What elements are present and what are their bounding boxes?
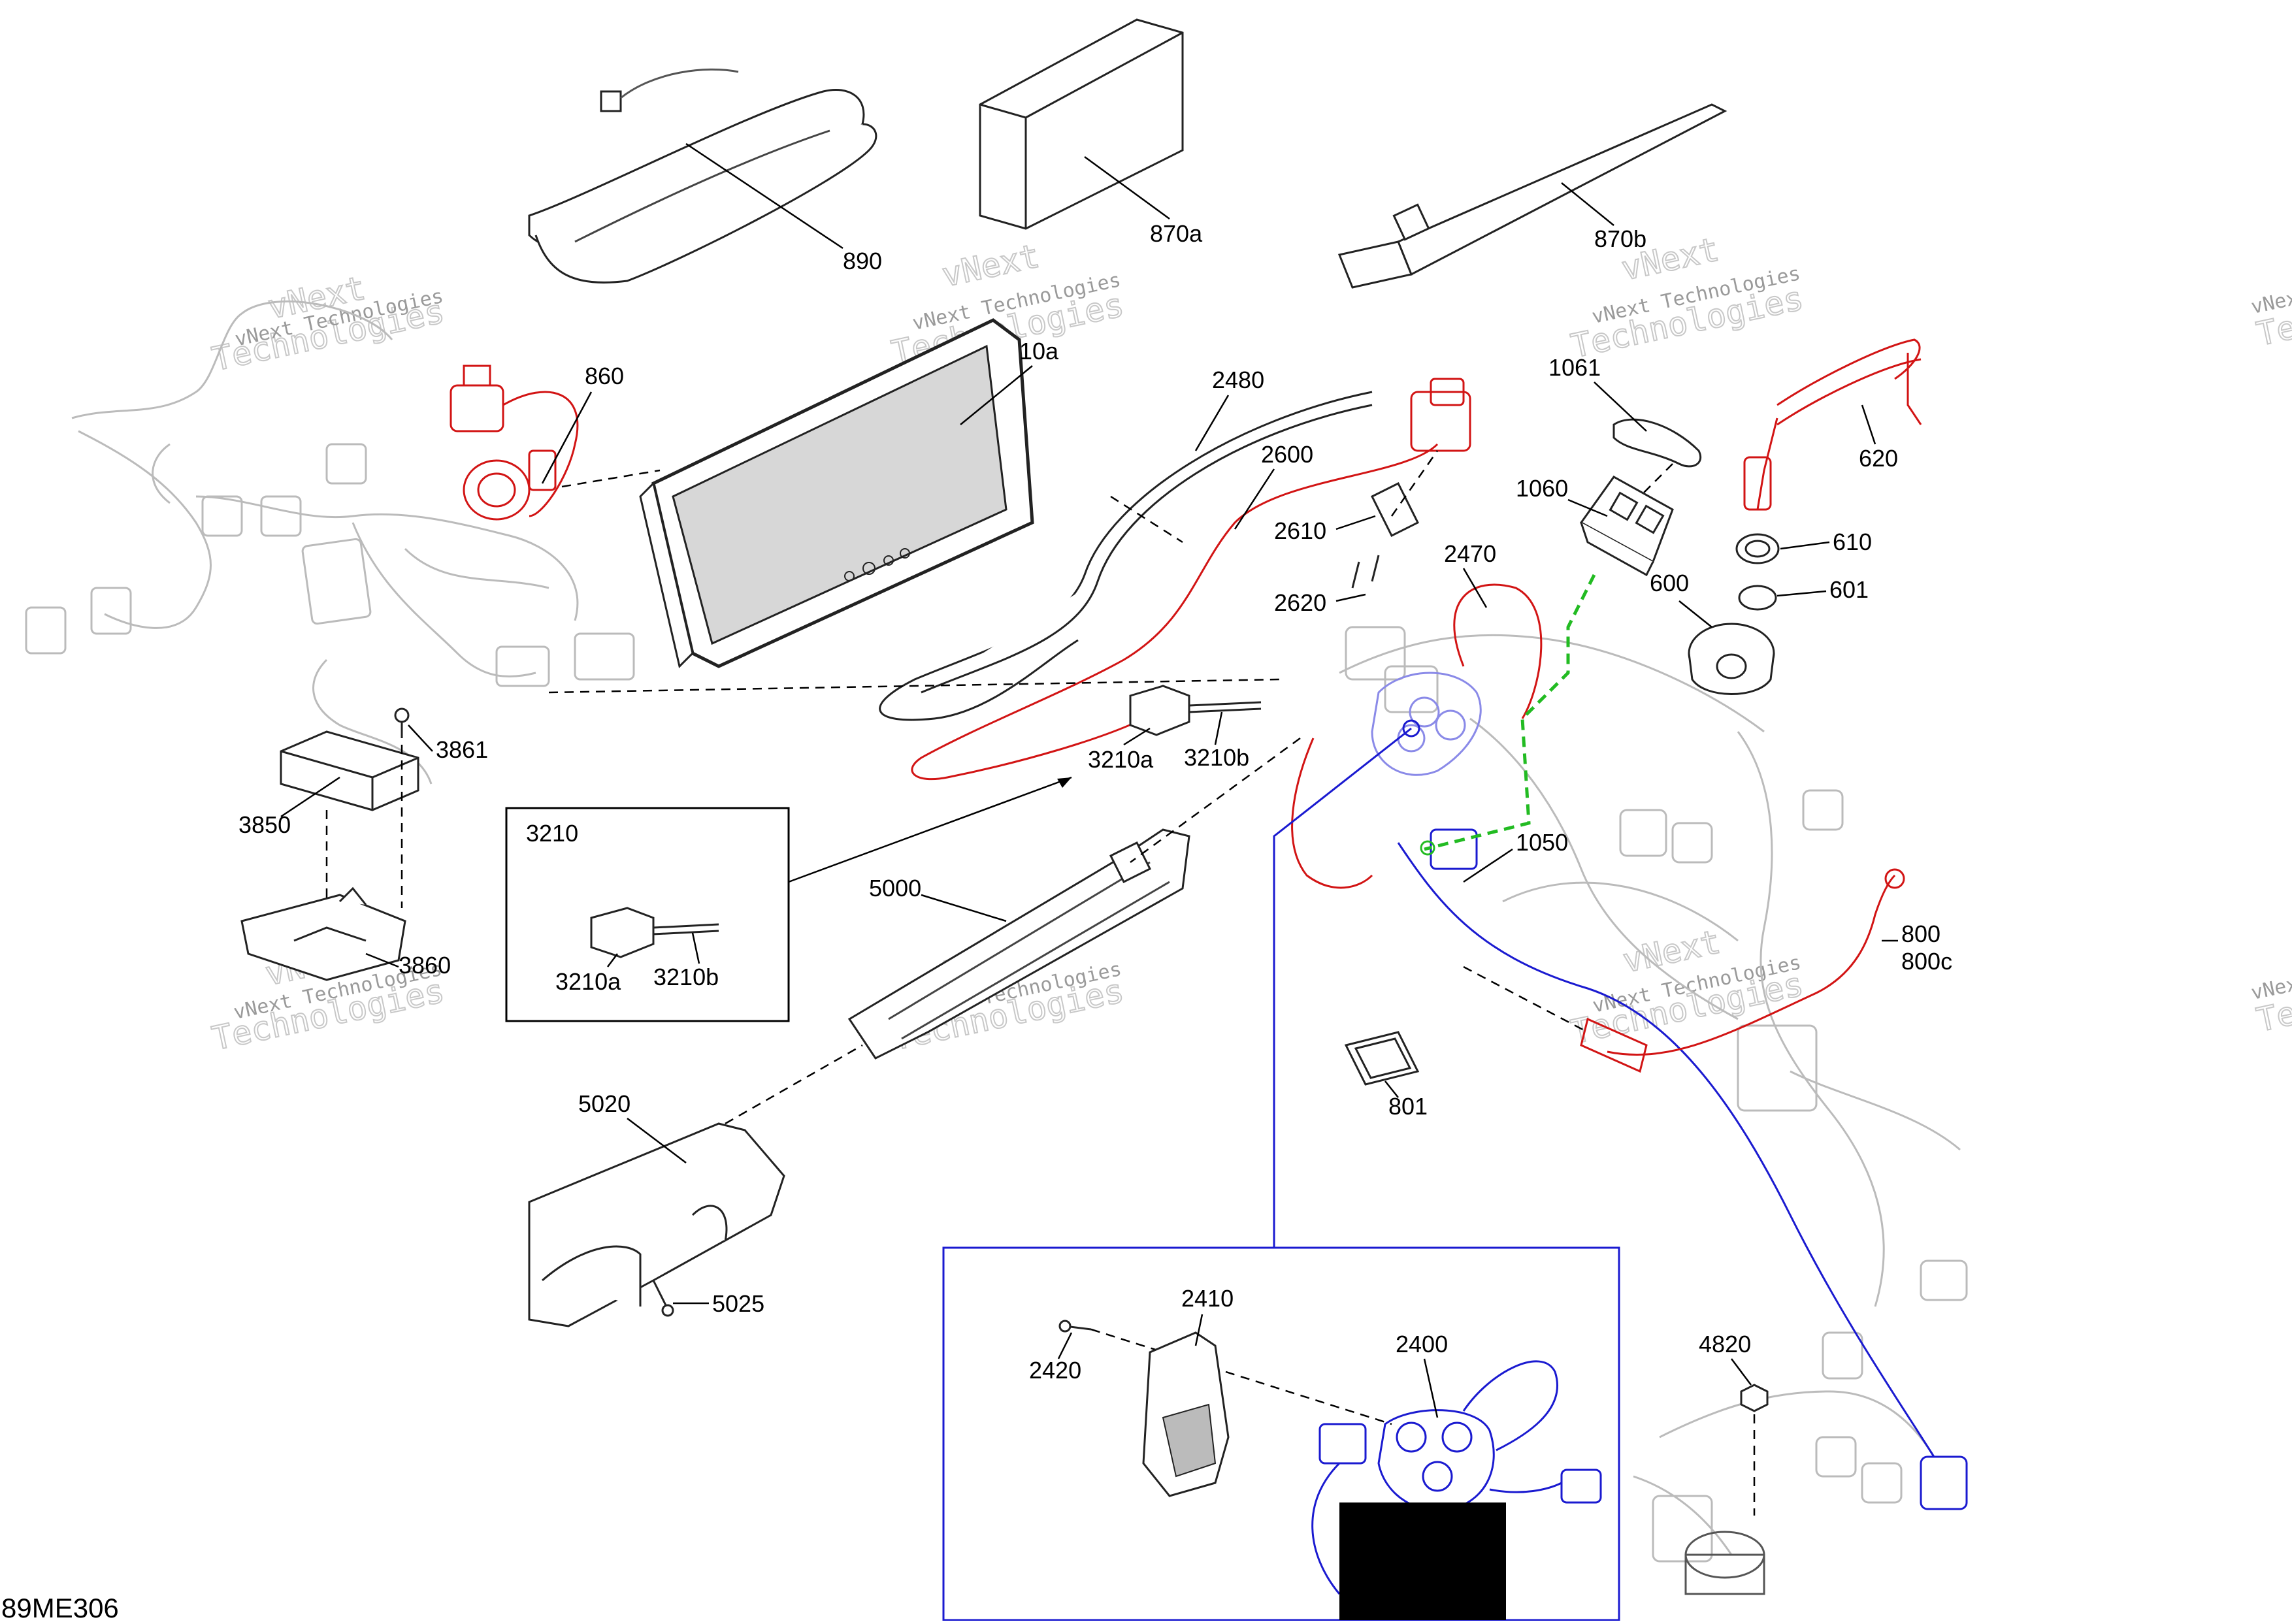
watermark-big: vNext xyxy=(939,237,1043,295)
callout-3210a: 3210a xyxy=(1088,746,1154,773)
watermark-text: vNext Technologies xyxy=(2249,938,2292,1005)
part-5025 xyxy=(652,1280,674,1317)
part-4820 xyxy=(1740,1384,1769,1412)
part-2400 xyxy=(1311,1360,1602,1620)
part-890 xyxy=(528,68,877,284)
part-800 xyxy=(1580,868,1905,1073)
part-2610 xyxy=(1370,481,1420,538)
callout-2620: 2620 xyxy=(1274,589,1326,616)
part-600 xyxy=(1688,623,1775,695)
part-2410 xyxy=(1142,1331,1230,1497)
part-870a xyxy=(979,18,1184,230)
part-601 xyxy=(1738,585,1777,611)
callout-4820: 4820 xyxy=(1699,1331,1751,1357)
part-610 xyxy=(1735,533,1780,564)
part-10a-display xyxy=(639,318,1034,668)
part-2620 xyxy=(1351,555,1380,589)
callout-5000: 5000 xyxy=(869,875,921,901)
callout-2410: 2410 xyxy=(1181,1285,1234,1312)
diagram-code: 89ME306 xyxy=(1,1593,119,1621)
callout-1060: 1060 xyxy=(1516,475,1568,502)
part-2420 xyxy=(1058,1320,1092,1333)
callout-2470: 2470 xyxy=(1444,540,1496,567)
callout-3210b: 3210b xyxy=(1184,744,1249,771)
callout-2610: 2610 xyxy=(1274,517,1326,544)
part-3860 xyxy=(240,886,406,981)
callout-1061: 1061 xyxy=(1548,354,1601,381)
callout-5025: 5025 xyxy=(712,1290,764,1317)
callout-10a: 10a xyxy=(1019,338,1059,365)
part-3861 xyxy=(394,707,410,738)
callout-890: 890 xyxy=(843,248,882,274)
callout-5020: 5020 xyxy=(578,1090,630,1117)
part-2600 xyxy=(911,378,1471,781)
part-1060 xyxy=(1579,476,1674,577)
part-1061 xyxy=(1613,418,1702,468)
callout-620: 620 xyxy=(1859,445,1898,472)
watermark-text: vNext Technologies xyxy=(2249,252,2292,319)
callout-870a: 870a xyxy=(1150,220,1203,247)
right-harness-ghost xyxy=(1339,626,1968,1563)
callout-3210b-box: 3210b xyxy=(653,964,719,990)
detail-box-2400: 2420 2410 2400 xyxy=(942,1246,1620,1621)
part-870b xyxy=(1337,103,1727,289)
part-1050 xyxy=(1420,574,1596,856)
part-2480 xyxy=(879,391,1373,721)
callout-2420: 2420 xyxy=(1029,1357,1081,1384)
switch-assembly-blue xyxy=(1371,672,1968,1510)
part-2470 xyxy=(1291,583,1543,889)
callout-800: 800 xyxy=(1901,920,1940,947)
callout-2600: 2600 xyxy=(1261,441,1313,468)
watermark-group: vNext Technologies vNext Technologies vN… xyxy=(208,230,2292,1059)
callout-2400: 2400 xyxy=(1396,1331,1448,1357)
part-3210-harness xyxy=(1129,685,1262,736)
part-801 xyxy=(1344,1031,1420,1086)
left-harness-ghost xyxy=(25,300,635,785)
callout-3210a-box: 3210a xyxy=(555,968,621,995)
part-5020 xyxy=(528,1122,785,1327)
part-3850 xyxy=(280,730,419,811)
callout-3210: 3210 xyxy=(526,820,578,847)
detail-box-3210: 3210 3210a 3210b xyxy=(505,807,790,1022)
callout-610: 610 xyxy=(1833,528,1872,555)
relay-ghost xyxy=(1684,1531,1765,1595)
callout-3861: 3861 xyxy=(436,736,488,763)
callout-800c: 800c xyxy=(1901,948,1952,975)
callout-860: 860 xyxy=(585,363,624,389)
part-860 xyxy=(450,365,579,521)
callout-801: 801 xyxy=(1388,1093,1428,1120)
callout-1050: 1050 xyxy=(1516,829,1568,856)
part-620 xyxy=(1743,338,1922,511)
callout-3860: 3860 xyxy=(399,952,451,979)
callout-870b: 870b xyxy=(1594,225,1646,252)
callout-600: 600 xyxy=(1650,570,1689,596)
callout-2480: 2480 xyxy=(1212,366,1264,393)
callout-601: 601 xyxy=(1829,576,1869,603)
part-5000 xyxy=(847,828,1190,1060)
